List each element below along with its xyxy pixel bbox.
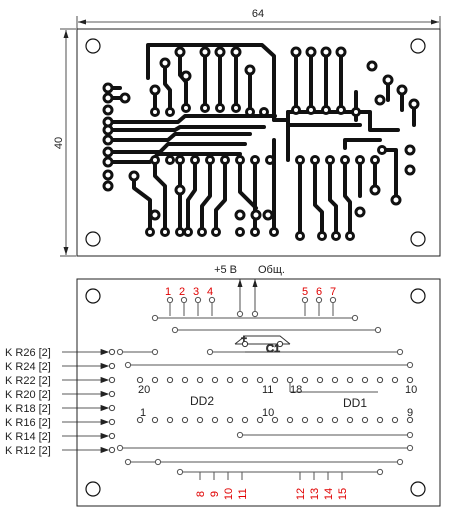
connection-label: K R20 [2] — [5, 389, 51, 401]
connection-label: K R24 [2] — [5, 361, 51, 373]
pad-number: 14 — [323, 488, 335, 500]
vcc-label: +5 В — [214, 264, 237, 276]
dd2-pin-row-top — [136, 376, 279, 384]
pad-number: 12 — [295, 488, 307, 500]
connection-label: K R14 [2] — [5, 431, 51, 443]
dd2-pin-row-bottom — [136, 416, 279, 424]
capacitor-c1: + C1 — [234, 334, 291, 356]
dd1-pin-row-top — [286, 376, 414, 384]
dd2-pin-1: 1 — [140, 407, 146, 419]
dd2-pin-11: 11 — [262, 384, 273, 396]
ic-dd1: 18 10 9 DD1 — [286, 376, 417, 424]
pad-number: 2 — [179, 286, 185, 298]
dd1-pin-9: 9 — [407, 407, 413, 419]
dd2-pin-20: 20 — [138, 384, 150, 396]
pad-number: 10 — [223, 488, 235, 500]
pad-number: 3 — [193, 286, 199, 298]
pad-number: 4 — [207, 286, 213, 298]
pad-number: 13 — [309, 488, 321, 500]
mounting-holes-bottom — [85, 288, 426, 497]
dd1-pin-10: 10 — [405, 384, 417, 396]
resistor-connections: K R26 [2] K R24 [2] K R22 [2] K R20 [2] … — [5, 347, 116, 457]
connection-label: K R26 [2] — [5, 347, 51, 359]
gnd-label: Общ. — [258, 264, 285, 276]
pad-number: 15 — [337, 488, 349, 500]
pad-number: 11 — [237, 488, 249, 499]
width-label: 64 — [252, 8, 264, 20]
power-terminals: +5 В Общ. — [214, 264, 285, 314]
dimension-height: 40 — [53, 28, 76, 257]
pad-number: 1 — [165, 286, 171, 298]
dd2-pin-10: 10 — [262, 407, 274, 419]
copper-pads — [102, 46, 420, 241]
bottom-pad-numbers: 8 9 10 11 12 13 14 15 — [195, 472, 349, 500]
connection-label: K R16 [2] — [5, 417, 51, 429]
ic-dd2: 20 11 1 10 DD2 — [136, 376, 279, 424]
connection-label: K R22 [2] — [5, 375, 51, 387]
connection-arrows — [62, 348, 110, 454]
connection-label: K R18 [2] — [5, 403, 51, 415]
dimension-width: 64 — [76, 8, 441, 30]
top-pad-numbers: 1 2 3 4 5 6 7 — [165, 286, 336, 298]
c1-label: C1 — [266, 343, 280, 355]
dd1-pin-row-bottom — [286, 416, 414, 424]
connection-label: K R12 [2] — [5, 445, 51, 457]
pad-number: 7 — [330, 286, 336, 298]
copper-board-outline — [76, 28, 441, 257]
height-label: 40 — [53, 137, 65, 149]
pad-number: 8 — [195, 491, 207, 497]
dd1-label: DD1 — [343, 396, 367, 410]
c1-polarity: + — [241, 334, 247, 345]
pad-number: 6 — [316, 286, 322, 298]
dd1-pin-18: 18 — [290, 384, 302, 396]
component-board-outline — [76, 278, 441, 507]
dd2-label: DD2 — [190, 394, 214, 408]
mounting-holes-top — [85, 38, 426, 247]
pad-number: 5 — [302, 286, 308, 298]
jumper-wires — [116, 296, 414, 476]
connection-pads — [108, 348, 116, 454]
pad-number: 9 — [209, 491, 221, 497]
